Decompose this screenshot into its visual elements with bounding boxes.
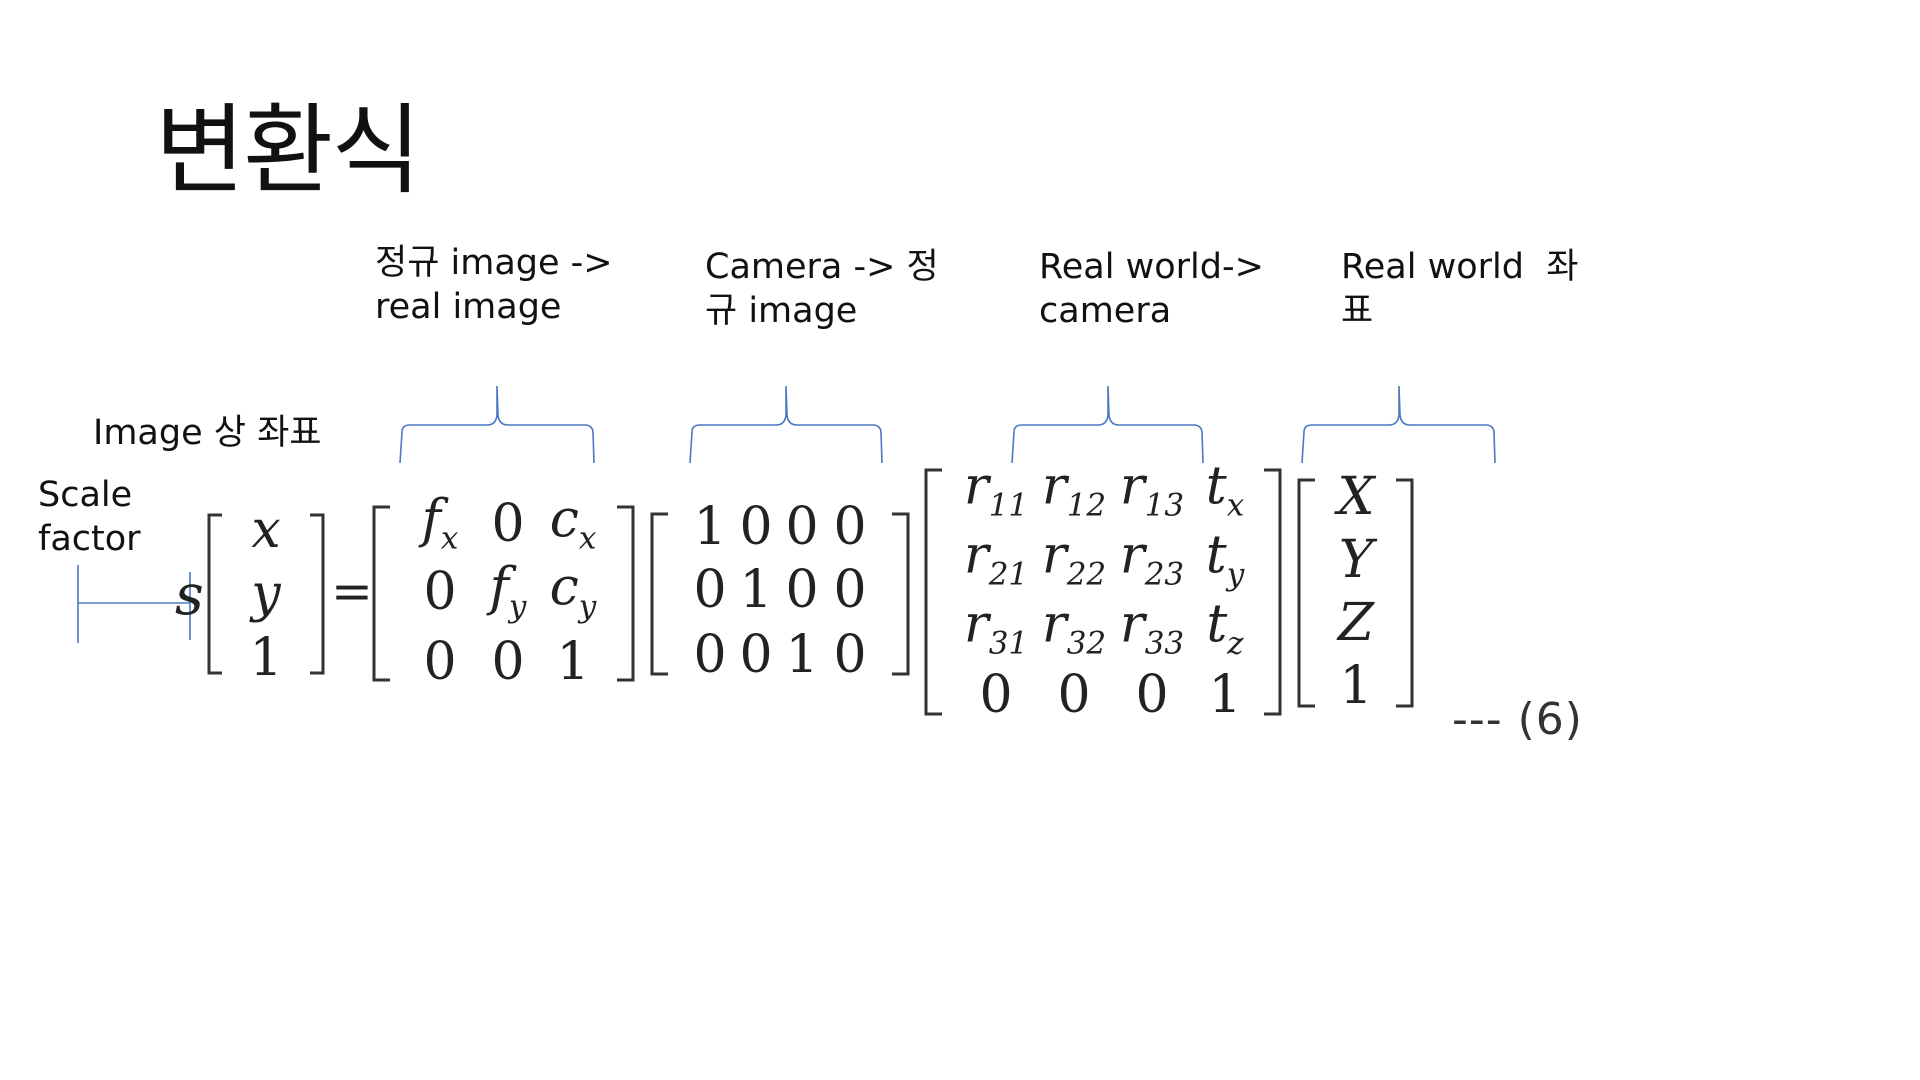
extrinsic-cell: 1 xyxy=(1208,665,1242,725)
image-vector-cell: y xyxy=(251,564,281,624)
projection-cell: 0 xyxy=(693,560,727,620)
slide-title: 변환식 xyxy=(155,94,421,208)
label-world-coordinates-line2: 표 xyxy=(1341,291,1374,331)
projection-cell: 0 xyxy=(833,560,867,620)
projection-cell: 0 xyxy=(785,497,819,557)
world-vector-cell: X xyxy=(1337,467,1375,527)
scale-factor-indicator xyxy=(77,565,191,643)
extrinsic-cell: r11 xyxy=(963,456,1029,524)
label-normalized-to-real: 정규 image -> real image xyxy=(375,241,613,329)
projection-cell: 0 xyxy=(833,497,867,557)
extrinsic-cell: tx xyxy=(1205,456,1245,524)
intrinsic-cell: 0 xyxy=(491,494,525,554)
extrinsic-cell: 0 xyxy=(1057,665,1091,725)
projection-cell: 0 xyxy=(739,625,773,685)
projection-cell: 0 xyxy=(785,560,819,620)
extrinsic-cell: r22 xyxy=(1041,525,1107,593)
label-camera-to-normalized-line1: Camera -> 정 xyxy=(705,247,939,287)
intrinsic-cell: 0 xyxy=(423,562,457,622)
world-vector-cell: Y xyxy=(1338,530,1374,590)
label-image-coordinates: Image 상 좌표 xyxy=(93,413,322,453)
intrinsic-left-bracket xyxy=(372,505,390,682)
projection-cell: 0 xyxy=(833,625,867,685)
intrinsic-cell: 0 xyxy=(491,632,525,692)
intrinsic-right-bracket xyxy=(617,505,635,682)
label-normalized-to-real-line1: 정규 image -> xyxy=(375,243,613,283)
intrinsic-cell: fy xyxy=(489,557,527,625)
image-vector-cell: 1 xyxy=(249,628,283,688)
extrinsic-cell: tz xyxy=(1206,594,1244,662)
extrinsic-cell: r32 xyxy=(1041,594,1107,662)
intrinsic-cell: cy xyxy=(549,557,597,625)
projection-cell: 1 xyxy=(739,560,773,620)
label-world-to-camera-line2: camera xyxy=(1039,291,1172,331)
extrinsic-cell: ty xyxy=(1205,525,1245,593)
label-world-coordinates-line1: Real world 좌 xyxy=(1341,247,1579,287)
brace-world-vector xyxy=(1301,385,1496,464)
extrinsic-cell: r23 xyxy=(1119,525,1185,593)
brace-projection xyxy=(689,385,883,464)
equation-number: --- (6) xyxy=(1452,694,1583,745)
extrinsic-cell: r12 xyxy=(1041,456,1107,524)
label-scale-factor: Scale factor xyxy=(38,473,141,561)
label-scale-factor-line2: factor xyxy=(38,519,141,559)
scale-symbol: s xyxy=(175,563,204,628)
label-normalized-to-real-line2: real image xyxy=(375,287,562,327)
equals-sign: = xyxy=(331,562,373,620)
extrinsic-cell: r13 xyxy=(1119,456,1185,524)
projection-cell: 0 xyxy=(693,625,727,685)
projection-cell: 1 xyxy=(785,625,819,685)
extrinsic-cell: r21 xyxy=(963,525,1029,593)
intrinsic-cell: fx xyxy=(421,489,459,557)
matrix-brackets xyxy=(207,468,1414,716)
world-vector-cell: Z xyxy=(1337,593,1375,653)
label-world-coordinates: Real world 좌 표 xyxy=(1341,245,1578,333)
brace-intrinsic xyxy=(399,385,595,464)
image-vector-right-bracket xyxy=(310,513,325,675)
image-vector-cell: x xyxy=(251,500,281,560)
extrinsic-left-bracket xyxy=(924,468,942,716)
projection-right-bracket xyxy=(892,512,910,676)
world-vector-right-bracket xyxy=(1396,478,1414,708)
intrinsic-cell: cx xyxy=(549,489,597,557)
world-vector-left-bracket xyxy=(1297,478,1315,708)
projection-cell: 0 xyxy=(739,497,773,557)
label-scale-factor-line1: Scale xyxy=(38,475,133,515)
extrinsic-right-bracket xyxy=(1264,468,1282,716)
extrinsic-cell: r33 xyxy=(1119,594,1185,662)
extrinsic-cell: 0 xyxy=(1135,665,1169,725)
world-vector-cell: 1 xyxy=(1339,656,1373,716)
annotation-braces xyxy=(77,385,1496,643)
intrinsic-cell: 0 xyxy=(423,632,457,692)
label-world-to-camera-line1: Real world-> xyxy=(1039,247,1264,287)
brace-extrinsic xyxy=(1011,385,1204,464)
intrinsic-cell: 1 xyxy=(556,632,590,692)
extrinsic-cell: r31 xyxy=(963,594,1029,662)
projection-left-bracket xyxy=(650,512,668,676)
projection-cell: 1 xyxy=(693,497,727,557)
label-camera-to-normalized-line2: 규 image xyxy=(705,291,858,331)
image-vector-left-bracket xyxy=(207,513,222,675)
label-world-to-camera: Real world-> camera xyxy=(1039,245,1264,333)
extrinsic-cell: 0 xyxy=(979,665,1013,725)
label-camera-to-normalized: Camera -> 정 규 image xyxy=(705,245,939,333)
